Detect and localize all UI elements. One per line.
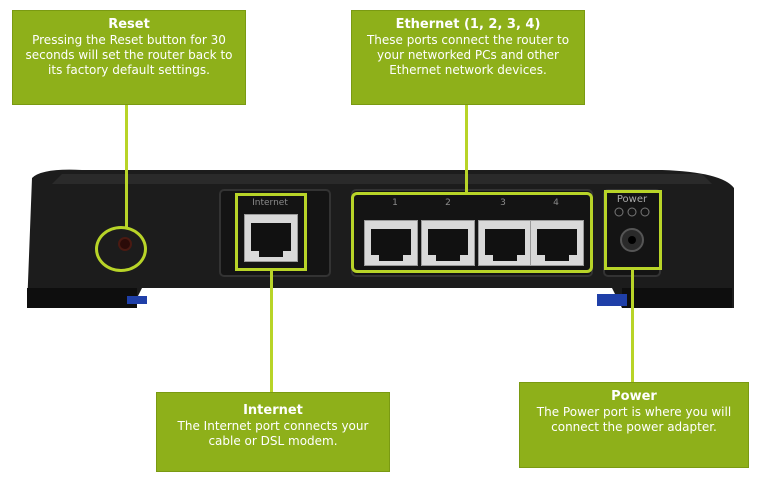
internet-callout: Internet The Internet port connects your…: [156, 392, 390, 472]
reset-callout-body: Pressing the Reset button for 30 seconds…: [25, 33, 233, 77]
reset-callout-title: Reset: [108, 17, 150, 32]
ethernet-port-number-3: 3: [500, 198, 506, 208]
ethernet-port-2: [421, 220, 475, 266]
ethernet-port-1: [364, 220, 418, 266]
internet-callout-title: Internet: [243, 403, 303, 418]
internet-callout-body: The Internet port connects your cable or…: [177, 419, 369, 448]
reset-button-highlight: [95, 226, 147, 272]
ethernet-callout-body: These ports connect the router to your n…: [366, 33, 570, 77]
power-callout-body: The Power port is where you will connect…: [536, 405, 732, 434]
power-leader-line: [631, 269, 634, 382]
power-port-highlight: [604, 190, 662, 270]
ethernet-callout-title: Ethernet (1, 2, 3, 4): [395, 17, 541, 32]
ethernet-leader-line: [465, 104, 468, 194]
internet-port-label: Internet: [252, 198, 288, 208]
ethernet-ports-highlight: [351, 192, 593, 273]
power-callout: Power The Power port is where you will c…: [519, 382, 749, 468]
ethernet-port-number-1: 1: [392, 198, 398, 208]
ethernet-port-4: [530, 220, 584, 266]
ethernet-port-3: [478, 220, 532, 266]
ethernet-port-number-2: 2: [445, 198, 451, 208]
reset-leader-line: [125, 104, 128, 228]
ethernet-callout: Ethernet (1, 2, 3, 4) These ports connec…: [351, 10, 585, 105]
reset-callout: Reset Pressing the Reset button for 30 s…: [12, 10, 246, 105]
internet-leader-line: [270, 270, 273, 392]
power-port-label: Power: [616, 194, 648, 205]
internet-port-highlight: [235, 193, 307, 271]
internet-port: [244, 214, 298, 262]
power-callout-title: Power: [611, 389, 657, 404]
ethernet-port-number-4: 4: [553, 198, 559, 208]
